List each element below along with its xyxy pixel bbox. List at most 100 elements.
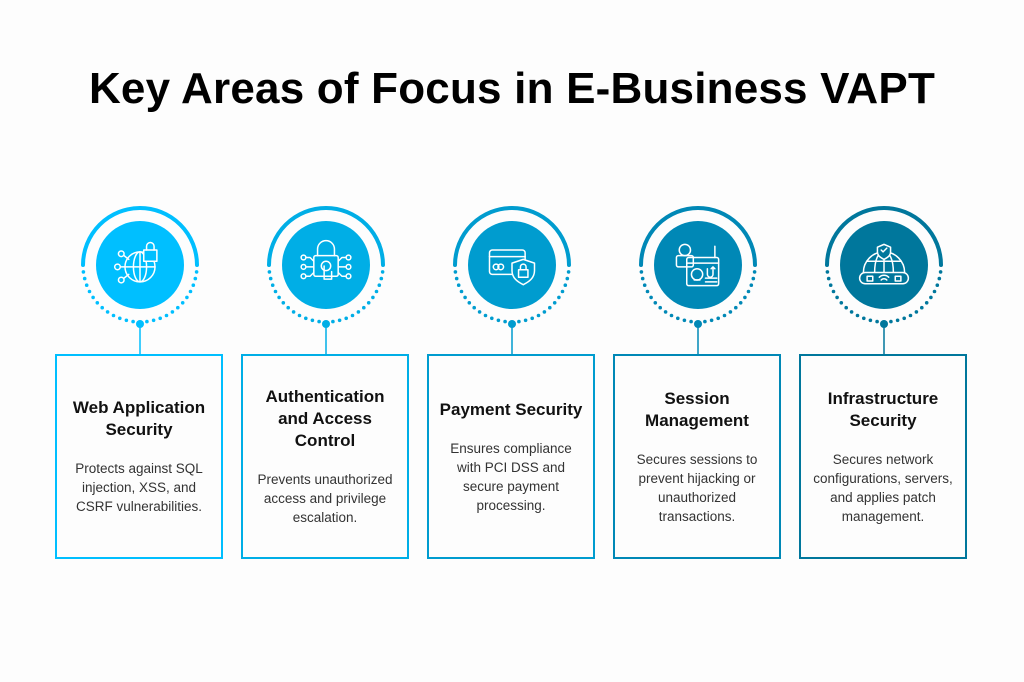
decorative-dot [304, 316, 308, 321]
decorative-dot [463, 295, 467, 300]
focus-area-card: Web Application Security Protects agains… [47, 200, 233, 570]
decorative-dot [81, 270, 86, 274]
focus-area-description: Prevents unauthorized access and privile… [257, 472, 393, 525]
decorative-dot [273, 289, 278, 294]
decorative-dot [193, 276, 198, 281]
globe-lock-network-icon [113, 241, 158, 284]
decorative-dot [268, 276, 273, 281]
focus-area-description: Secures network configurations, servers,… [813, 451, 953, 524]
decorative-dot [826, 276, 831, 281]
focus-area-card: Payment Security Ensures compliance with… [419, 200, 605, 570]
focus-area-heading: Session Management [645, 388, 749, 430]
decorative-dot [560, 289, 565, 294]
decorative-dot [653, 301, 658, 305]
decorative-dot [379, 276, 384, 281]
decorative-dot [84, 283, 89, 287]
decorative-dot [722, 313, 727, 318]
decorative-dot [751, 276, 756, 281]
focus-area-box: Payment Security Ensures compliance with… [427, 354, 595, 559]
decorative-dot [91, 295, 95, 300]
decorative-dot [914, 310, 919, 314]
decorative-dot [738, 301, 743, 305]
decorative-dot [924, 301, 929, 305]
decorative-dot [908, 313, 913, 318]
decorative-dot [151, 318, 156, 323]
decorative-dot [639, 270, 644, 274]
decorative-dot [331, 319, 335, 324]
decorative-dot [82, 276, 87, 281]
decorative-dot [669, 313, 674, 318]
focus-area-box: Session Management Secures sessions to p… [613, 354, 781, 559]
decorative-dot [734, 305, 738, 310]
decorative-dot [459, 289, 464, 294]
decorative-dot [517, 319, 521, 324]
icon-badge [267, 206, 385, 356]
decorative-dot [281, 301, 286, 305]
focus-area-box: Infrastructure Security Secures network … [799, 354, 967, 559]
top-arc [81, 206, 199, 267]
decorative-dot [929, 295, 933, 300]
decorative-dot [752, 270, 757, 274]
decorative-dot [828, 283, 833, 287]
decorative-dot [548, 305, 552, 310]
decorative-dot [530, 316, 534, 321]
decorative-dot [855, 313, 860, 318]
decorative-dot [188, 289, 193, 294]
decorative-dot [454, 276, 459, 281]
decorative-dot [895, 318, 900, 323]
decorative-dot [477, 310, 482, 314]
decorative-dot [563, 283, 568, 287]
decorative-dot [875, 319, 879, 324]
decorative-dot [170, 310, 175, 314]
decorative-dot [267, 270, 272, 274]
decorative-dot [286, 305, 290, 310]
decorative-dot [831, 289, 836, 294]
decorative-dot [658, 305, 662, 310]
decorative-dot [185, 295, 189, 300]
top-arc [639, 206, 757, 267]
decorative-dot [87, 289, 92, 294]
decorative-dot [825, 270, 830, 274]
decorative-dot [552, 301, 557, 305]
focus-area-heading: Web Application Security [72, 398, 206, 439]
decorative-dot [709, 318, 714, 323]
decorative-dot [862, 316, 866, 321]
decorative-dot [920, 305, 924, 310]
focus-area-card: Session Management Secures sessions to p… [605, 200, 791, 570]
decorative-dot [291, 310, 296, 314]
decorative-dot [542, 310, 547, 314]
focus-area-card: Authentication and Access Control Preven… [233, 200, 419, 570]
card-shield-icon [488, 249, 536, 286]
top-arc [825, 206, 943, 267]
decorative-dot [453, 270, 458, 274]
focus-area-description: Secures sessions to prevent hijacking or… [636, 451, 758, 524]
decorative-dot [642, 283, 647, 287]
decorative-dot [337, 318, 342, 323]
focus-area-heading: Authentication and Access Control [265, 387, 385, 450]
decorative-dot [868, 318, 873, 323]
decorative-dot [536, 313, 541, 318]
decorative-dot [703, 319, 707, 324]
decorative-dot [105, 310, 110, 314]
decorative-dot [844, 305, 848, 310]
decorative-dot [640, 276, 645, 281]
decorative-dot [145, 319, 149, 324]
decorative-dot [503, 319, 507, 324]
decorative-dot [344, 316, 348, 321]
decorative-dot [676, 316, 680, 321]
decorative-dot [663, 310, 668, 314]
decorative-dot [472, 305, 476, 310]
decorative-dot [565, 276, 570, 281]
decorative-dot [682, 318, 687, 323]
decorative-dot [350, 313, 355, 318]
decorative-dot [131, 319, 135, 324]
hacker-session-icon [675, 243, 720, 287]
decorative-dot [362, 305, 366, 310]
top-arc [453, 206, 571, 267]
focus-area-box: Authentication and Access Control Preven… [241, 354, 409, 559]
decorative-dot [716, 316, 720, 321]
decorative-dot [649, 295, 653, 300]
decorative-dot [277, 295, 281, 300]
icon-circle [282, 221, 370, 309]
decorative-dot [310, 318, 315, 323]
